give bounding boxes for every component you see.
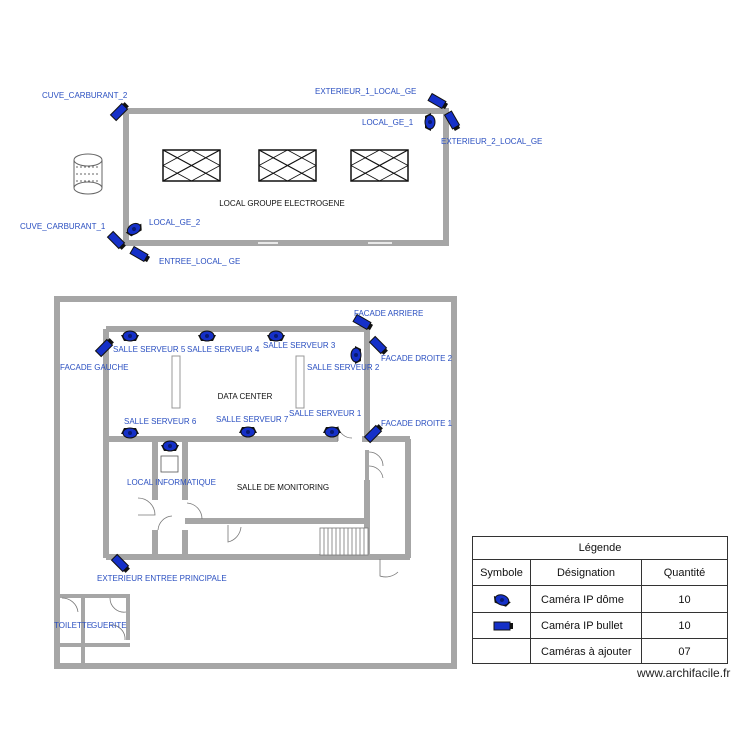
bullet-camera-icon bbox=[473, 613, 531, 639]
stairs bbox=[319, 527, 369, 556]
bullet-camera-icon bbox=[129, 246, 152, 264]
camera-label-salle-serveur-2: SALLE SERVEUR 2 bbox=[307, 363, 380, 372]
dome-camera-icon bbox=[350, 345, 362, 365]
legend-row-designation: Caméra IP bullet bbox=[531, 613, 642, 639]
camera-label-local-ge-2: LOCAL_GE_2 bbox=[149, 218, 201, 227]
watermark: www.archifacile.fr bbox=[637, 666, 731, 680]
camera-label-local-ge-1: LOCAL_GE_1 bbox=[362, 118, 414, 127]
bullet-camera-icon bbox=[427, 93, 450, 111]
camera-label-exterieur-1-local-ge: EXTERIEUR_1_LOCAL_GE bbox=[315, 87, 416, 96]
camera-label-cuve-carburant-1: CUVE_CARBURANT_1 bbox=[20, 222, 106, 231]
legend-empty-symbol bbox=[473, 639, 531, 664]
doors bbox=[61, 425, 399, 641]
room-salle-monitoring: SALLE DE MONITORING bbox=[237, 483, 329, 492]
legend-header-symbol: Symbole bbox=[473, 560, 531, 586]
legend-row-designation: Caméras à ajouter bbox=[531, 639, 642, 664]
camera-label-exterieur-2-local-ge: EXTERIEUR_2_LOCAL_GE bbox=[441, 137, 542, 146]
camera-label-salle-serveur-3: SALLE SERVEUR 3 bbox=[263, 341, 336, 350]
camera-label-salle-serveur-4: SALLE SERVEUR 4 bbox=[187, 345, 260, 354]
camera-label-facade-gauche: FACADE GAUCHE bbox=[60, 363, 128, 372]
legend-row-designation: Caméra IP dôme bbox=[531, 586, 642, 613]
fuel-tank-icon bbox=[73, 153, 103, 195]
camera-label-cuve-carburant-2: CUVE_CARBURANT_2 bbox=[42, 91, 128, 100]
room-local-informatique: LOCAL INFORMATIQUE bbox=[127, 478, 216, 487]
legend-row-quantity: 07 bbox=[678, 645, 691, 658]
camera-label-facade-droite-1: FACADE DROITE 1 bbox=[381, 419, 453, 428]
room-toilette: TOILETTE bbox=[54, 621, 92, 630]
legend-table: Légende Symbole Désignation Quantité Cam… bbox=[472, 536, 728, 664]
room-guerite: GUERITE bbox=[91, 621, 127, 630]
camera-label-salle-serveur-7: SALLE SERVEUR 7 bbox=[216, 415, 289, 424]
dome-camera-icon bbox=[160, 440, 180, 452]
camera-label-exterieur-entree-principale: EXTERIEUR ENTREE PRINCIPALE bbox=[97, 574, 227, 583]
room-local-ge: LOCAL GROUPE ELECTROGENE bbox=[219, 199, 345, 208]
camera-label-facade-arriere: FACADE ARRIERE bbox=[354, 309, 423, 318]
dome-camera-icon bbox=[120, 330, 140, 342]
dome-camera-icon bbox=[424, 112, 436, 132]
server-racks bbox=[171, 355, 305, 409]
camera-label-salle-serveur-5: SALLE SERVEUR 5 bbox=[113, 345, 186, 354]
camera-label-salle-serveur-6: SALLE SERVEUR 6 bbox=[124, 417, 197, 426]
legend-row-quantity: 10 bbox=[678, 620, 691, 632]
legend-row-quantity: 10 bbox=[678, 593, 691, 606]
equipment-cabinet-icon bbox=[160, 455, 179, 473]
main-building bbox=[54, 296, 457, 669]
room-data-center: DATA CENTER bbox=[218, 392, 273, 401]
legend-header-designation: Désignation bbox=[531, 560, 642, 586]
dome-camera-icon bbox=[266, 330, 286, 342]
generator-building: LOCAL GROUPE ELECTROGENE bbox=[73, 108, 449, 246]
dome-camera-icon bbox=[238, 426, 258, 438]
dome-camera-icon bbox=[473, 586, 531, 613]
dome-camera-icon bbox=[197, 330, 217, 342]
legend-header-quantity: Quantité bbox=[663, 567, 706, 579]
legend-title: Légende bbox=[578, 542, 622, 554]
camera-label-facade-droite-2: FACADE DROITE 2 bbox=[381, 354, 453, 363]
camera-label-entree-local-ge: ENTREE_LOCAL_ GE bbox=[159, 257, 240, 266]
camera-label-salle-serveur-1: SALLE SERVEUR 1 bbox=[289, 409, 362, 418]
bullet-camera-icon bbox=[369, 336, 390, 357]
